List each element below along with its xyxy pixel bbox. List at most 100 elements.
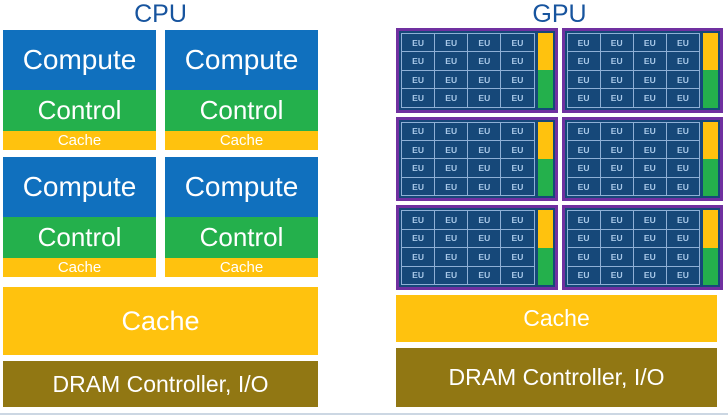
strip-green-segment	[537, 70, 553, 108]
gpu-shared-cache-bar: Cache	[396, 295, 717, 342]
eu-cell: EU	[600, 248, 633, 266]
bottom-divider	[0, 413, 728, 415]
eu-cell: EU	[633, 141, 666, 159]
cpu-core-cache-label: Cache	[165, 258, 318, 277]
eu-cell: EU	[468, 52, 501, 70]
eu-cell: EU	[468, 89, 501, 107]
gpu-dram-controller-bar: DRAM Controller, I/O	[396, 348, 717, 407]
eu-cell: EU	[435, 177, 468, 196]
eu-cell: EU	[501, 159, 534, 177]
eu-cell: EU	[600, 89, 633, 107]
eu-cell: EU	[402, 89, 435, 107]
eu-cell: EU	[402, 211, 435, 229]
eu-cell: EU	[633, 159, 666, 177]
eu-cell: EU	[666, 70, 699, 89]
subslice-strip	[703, 121, 718, 197]
eu-cell: EU	[435, 229, 468, 248]
eu-cell: EU	[501, 229, 534, 248]
eu-cell: EU	[567, 70, 600, 89]
eu-cell: EU	[600, 177, 633, 196]
strip-green-segment	[703, 247, 718, 285]
subslice-strip	[537, 210, 553, 285]
eu-cell: EU	[402, 229, 435, 248]
eu-cell: EU	[666, 266, 699, 284]
cpu-core-cache-label: Cache	[3, 131, 156, 150]
eu-cell: EU	[600, 122, 633, 141]
eu-cell: EU	[567, 211, 600, 229]
eu-cell: EU	[666, 211, 699, 229]
eu-cell: EU	[600, 266, 633, 284]
strip-green-segment	[537, 159, 553, 197]
eu-cell: EU	[567, 159, 600, 177]
eu-cell: EU	[666, 52, 699, 70]
subslice-strip	[537, 33, 553, 108]
eu-cell: EU	[567, 266, 600, 284]
strip-yellow-segment	[703, 121, 718, 159]
eu-cell: EU	[567, 34, 600, 52]
eu-cell: EU	[600, 159, 633, 177]
eu-cell: EU	[666, 122, 699, 141]
eu-cell: EU	[435, 52, 468, 70]
eu-cell: EU	[501, 248, 534, 266]
eu-cell: EU	[501, 177, 534, 196]
cpu-core-cache-label: Cache	[165, 131, 318, 150]
eu-cell: EU	[402, 159, 435, 177]
eu-cell: EU	[435, 122, 468, 141]
eu-cell: EU	[468, 266, 501, 284]
eu-cell: EU	[666, 177, 699, 196]
eu-cell: EU	[633, 34, 666, 52]
strip-yellow-segment	[537, 33, 553, 71]
cpu-core-control-label: Control	[3, 217, 156, 258]
cpu-core-compute-label: Compute	[3, 157, 156, 217]
strip-green-segment	[703, 159, 718, 197]
subslice-strip	[703, 210, 718, 285]
eu-cell: EU	[468, 159, 501, 177]
eu-cell: EU	[501, 34, 534, 52]
eu-cell: EU	[468, 70, 501, 89]
strip-green-segment	[703, 70, 718, 108]
cpu-core-cache-label: Cache	[3, 258, 156, 277]
cpu-core-control-label: Control	[165, 217, 318, 258]
eu-cell: EU	[567, 248, 600, 266]
eu-cell: EU	[633, 266, 666, 284]
eu-cell: EU	[600, 70, 633, 89]
eu-cell: EU	[402, 52, 435, 70]
eu-cell: EU	[633, 89, 666, 107]
eu-cell: EU	[633, 248, 666, 266]
eu-cell: EU	[468, 248, 501, 266]
eu-cell: EU	[501, 141, 534, 159]
cpu-title: CPU	[134, 0, 187, 28]
eu-cell: EU	[633, 52, 666, 70]
eu-cell: EU	[600, 52, 633, 70]
eu-cell: EU	[435, 89, 468, 107]
eu-cell: EU	[435, 70, 468, 89]
eu-cell: EU	[501, 266, 534, 284]
cpu-core-compute-label: Compute	[165, 157, 318, 217]
eu-cell: EU	[435, 211, 468, 229]
eu-cell: EU	[567, 229, 600, 248]
eu-cell: EU	[567, 89, 600, 107]
eu-cell: EU	[501, 211, 534, 229]
eu-cell: EU	[435, 141, 468, 159]
eu-cell: EU	[402, 248, 435, 266]
eu-cell: EU	[633, 229, 666, 248]
strip-yellow-segment	[537, 210, 553, 248]
eu-cell: EU	[468, 34, 501, 52]
cpu-core-compute-label: Compute	[165, 30, 318, 90]
subslice-strip	[703, 33, 718, 108]
eu-cell: EU	[501, 122, 534, 141]
eu-cell: EU	[567, 122, 600, 141]
